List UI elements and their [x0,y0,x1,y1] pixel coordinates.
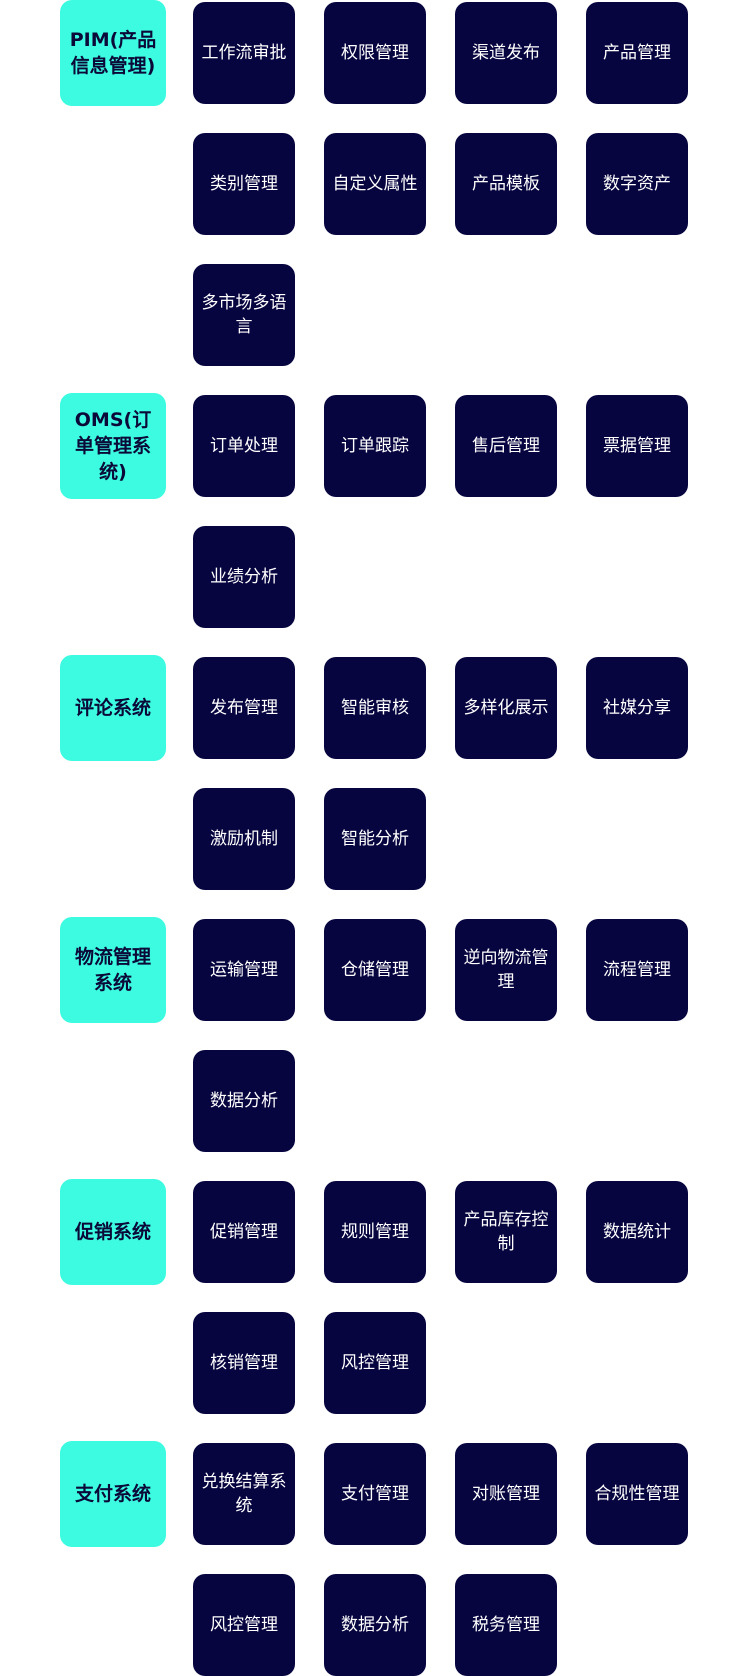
module-pim-6: 产品模板 [455,133,557,235]
module-oms-3: 票据管理 [586,395,688,497]
module-promotion-5: 风控管理 [324,1312,426,1414]
module-payment-0: 兑换结算系统 [193,1443,295,1545]
category-pim: PIM(产品信息管理) [60,0,166,106]
module-promotion-3: 数据统计 [586,1181,688,1283]
module-pim-2: 渠道发布 [455,2,557,104]
module-review-1: 智能审核 [324,657,426,759]
module-pim-7: 数字资产 [586,133,688,235]
module-promotion-4: 核销管理 [193,1312,295,1414]
module-payment-6: 税务管理 [455,1574,557,1676]
category-logistics: 物流管理系统 [60,917,166,1023]
module-promotion-1: 规则管理 [324,1181,426,1283]
module-pim-1: 权限管理 [324,2,426,104]
category-oms: OMS(订单管理系统) [60,393,166,499]
module-logistics-1: 仓储管理 [324,919,426,1021]
module-review-2: 多样化展示 [455,657,557,759]
module-review-3: 社媒分享 [586,657,688,759]
module-review-5: 智能分析 [324,788,426,890]
module-logistics-4: 数据分析 [193,1050,295,1152]
module-logistics-3: 流程管理 [586,919,688,1021]
module-pim-5: 自定义属性 [324,133,426,235]
module-review-4: 激励机制 [193,788,295,890]
module-pim-4: 类别管理 [193,133,295,235]
module-review-0: 发布管理 [193,657,295,759]
module-payment-3: 合规性管理 [586,1443,688,1545]
module-payment-1: 支付管理 [324,1443,426,1545]
module-logistics-0: 运输管理 [193,919,295,1021]
module-pim-0: 工作流审批 [193,2,295,104]
module-logistics-2: 逆向物流管理 [455,919,557,1021]
module-oms-4: 业绩分析 [193,526,295,628]
module-payment-5: 数据分析 [324,1574,426,1676]
module-oms-2: 售后管理 [455,395,557,497]
category-review: 评论系统 [60,655,166,761]
module-pim-3: 产品管理 [586,2,688,104]
module-promotion-2: 产品库存控制 [455,1181,557,1283]
category-payment: 支付系统 [60,1441,166,1547]
category-promotion: 促销系统 [60,1179,166,1285]
module-oms-1: 订单跟踪 [324,395,426,497]
module-payment-4: 风控管理 [193,1574,295,1676]
module-payment-2: 对账管理 [455,1443,557,1545]
module-pim-8: 多市场多语言 [193,264,295,366]
module-oms-0: 订单处理 [193,395,295,497]
module-promotion-0: 促销管理 [193,1181,295,1283]
